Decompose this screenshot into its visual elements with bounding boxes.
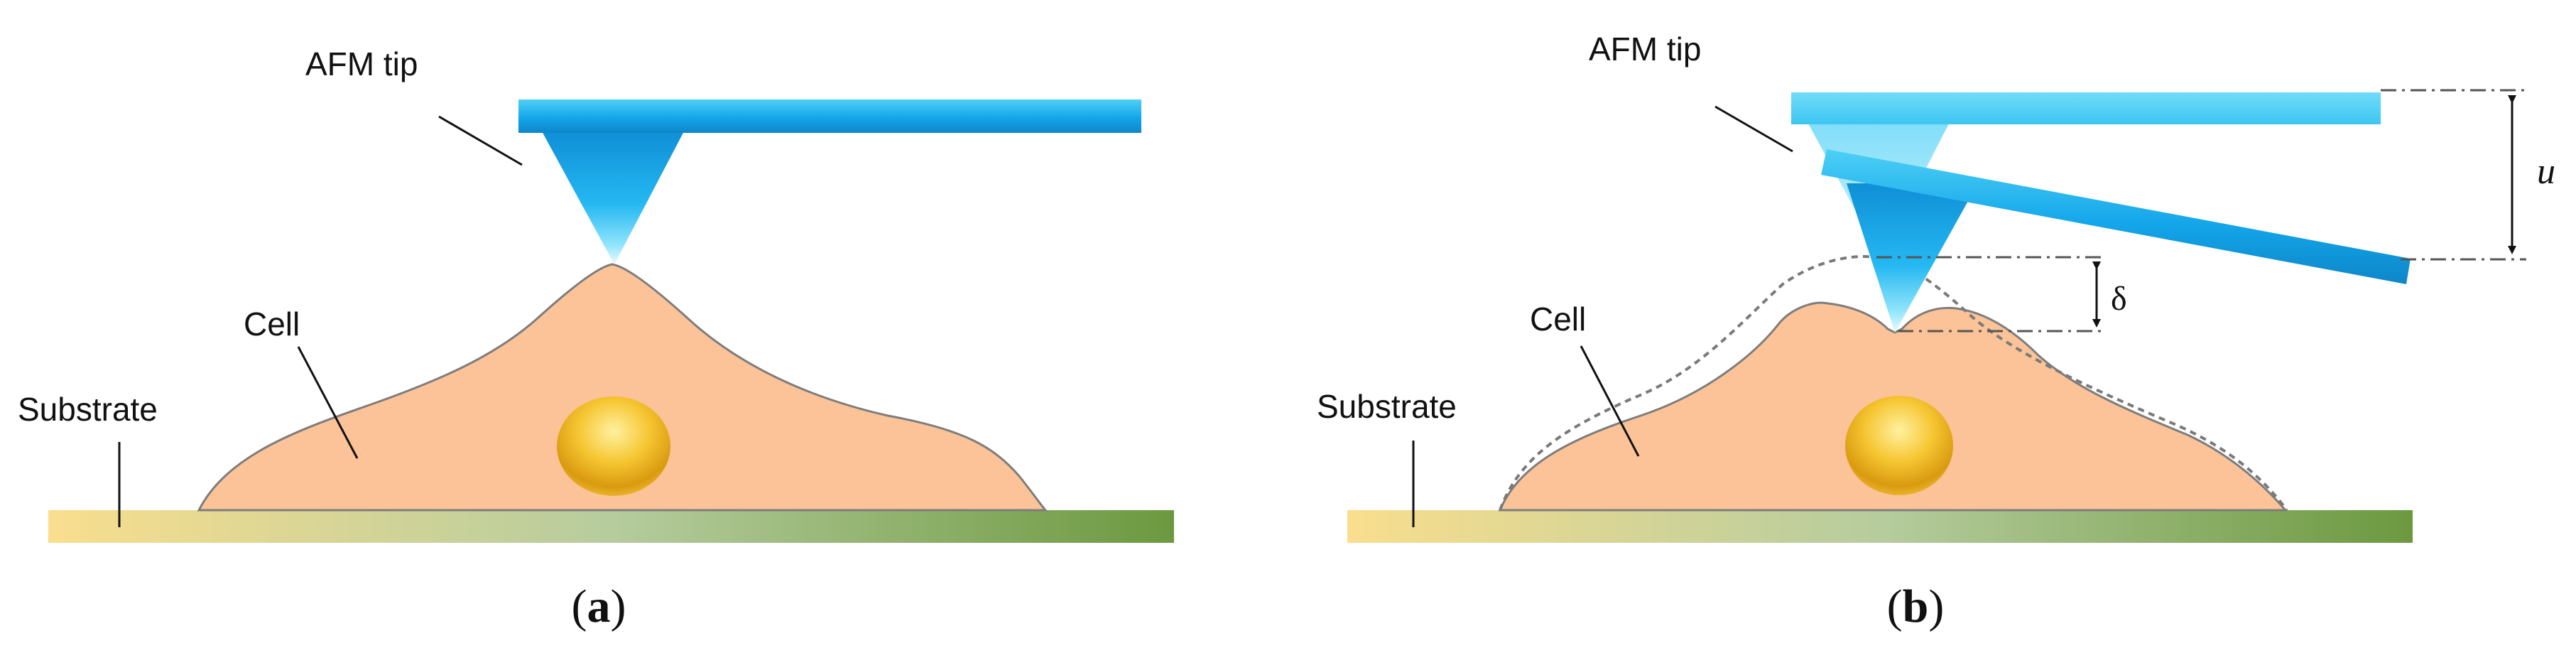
label-cell-a: Cell xyxy=(244,306,300,342)
pointer-tip-b xyxy=(1714,105,1793,153)
label-afm-tip-b: AFM tip xyxy=(1589,31,1701,68)
substrate-b xyxy=(1347,510,2413,543)
cantilever-a xyxy=(518,99,1141,133)
substrate-a xyxy=(48,510,1174,543)
label-indentation-delta: δ xyxy=(2111,280,2127,318)
pointer-cell-a xyxy=(297,346,359,459)
caption-a: (a) xyxy=(572,580,626,632)
label-cell-b: Cell xyxy=(1530,301,1586,338)
cell-a xyxy=(197,263,1048,512)
nucleus-b xyxy=(1845,396,1953,495)
cantilever-deflected-b xyxy=(1821,149,2411,284)
afm-tip-a xyxy=(542,131,684,264)
label-deflection-u: u xyxy=(2537,151,2555,192)
panel-b: u δ AFM tip Cell Substrate (b) xyxy=(1317,31,2555,632)
panel-a: AFM tip Cell Substrate (a) xyxy=(18,45,1174,632)
nucleus-a xyxy=(557,396,670,496)
label-substrate-a: Substrate xyxy=(18,391,158,428)
pointer-cell-b xyxy=(1580,345,1640,457)
caption-b: (b) xyxy=(1887,580,1945,632)
pointer-tip-a xyxy=(438,115,523,166)
label-afm-tip-a: AFM tip xyxy=(305,45,418,82)
label-substrate-b: Substrate xyxy=(1317,388,1457,425)
cantilever-original-b xyxy=(1791,92,2381,124)
